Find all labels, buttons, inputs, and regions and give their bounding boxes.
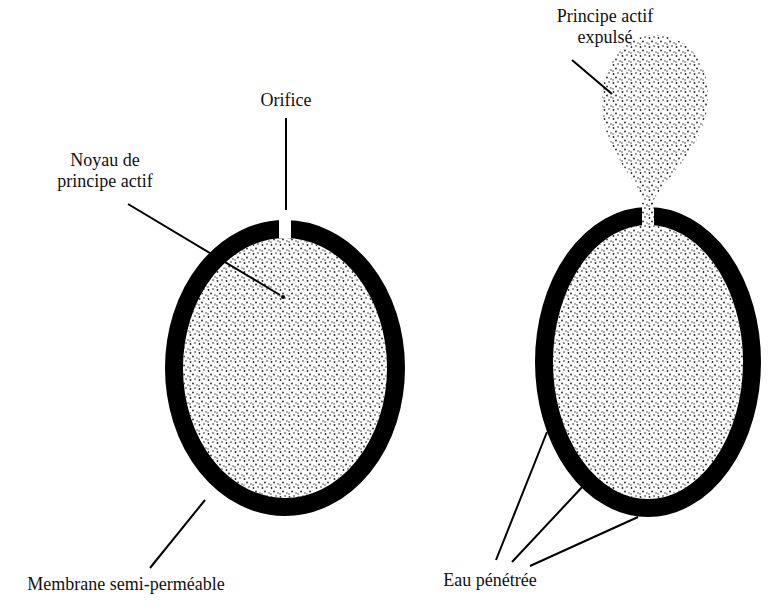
part-label: Membrane semi-perméable bbox=[6, 574, 246, 595]
expelled-spray bbox=[602, 35, 708, 205]
capsule-intact bbox=[174, 214, 396, 507]
part-label: Noyau de principe actif bbox=[40, 150, 170, 192]
part-label: Orifice bbox=[236, 90, 336, 111]
orifice-gap bbox=[279, 214, 291, 238]
leader-lines bbox=[128, 60, 638, 568]
capsule-releasing bbox=[544, 35, 752, 508]
part-label: Eau pénétrée bbox=[420, 570, 560, 591]
part-label: Principe actif expulsé bbox=[540, 6, 670, 48]
orifice-stream bbox=[642, 203, 654, 227]
